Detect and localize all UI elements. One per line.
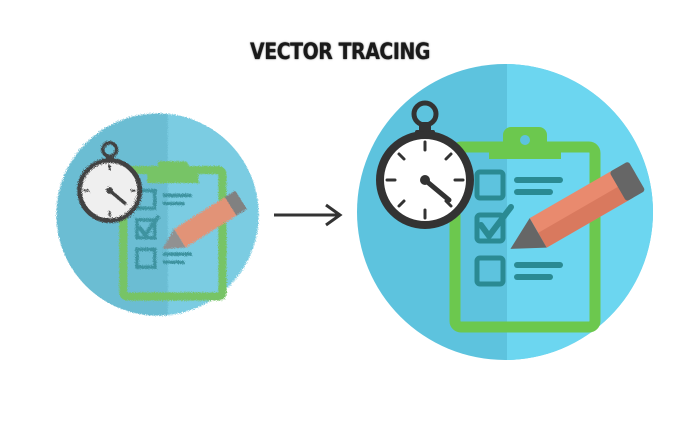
vector-clipboard-icon	[449, 127, 601, 333]
vector-checklist-illustration	[355, 62, 655, 362]
raster-icon-svg	[56, 113, 259, 316]
raster-checklist-illustration	[55, 112, 260, 317]
arrow-right-icon	[268, 200, 348, 230]
raster-pencil-icon	[162, 190, 247, 250]
raster-stopwatch-icon	[77, 141, 143, 224]
page-title: VECTOR TRACING	[249, 40, 430, 65]
vector-stopwatch-icon	[376, 100, 474, 229]
vector-pencil-icon	[510, 162, 645, 249]
vector-icon-svg	[357, 64, 653, 360]
